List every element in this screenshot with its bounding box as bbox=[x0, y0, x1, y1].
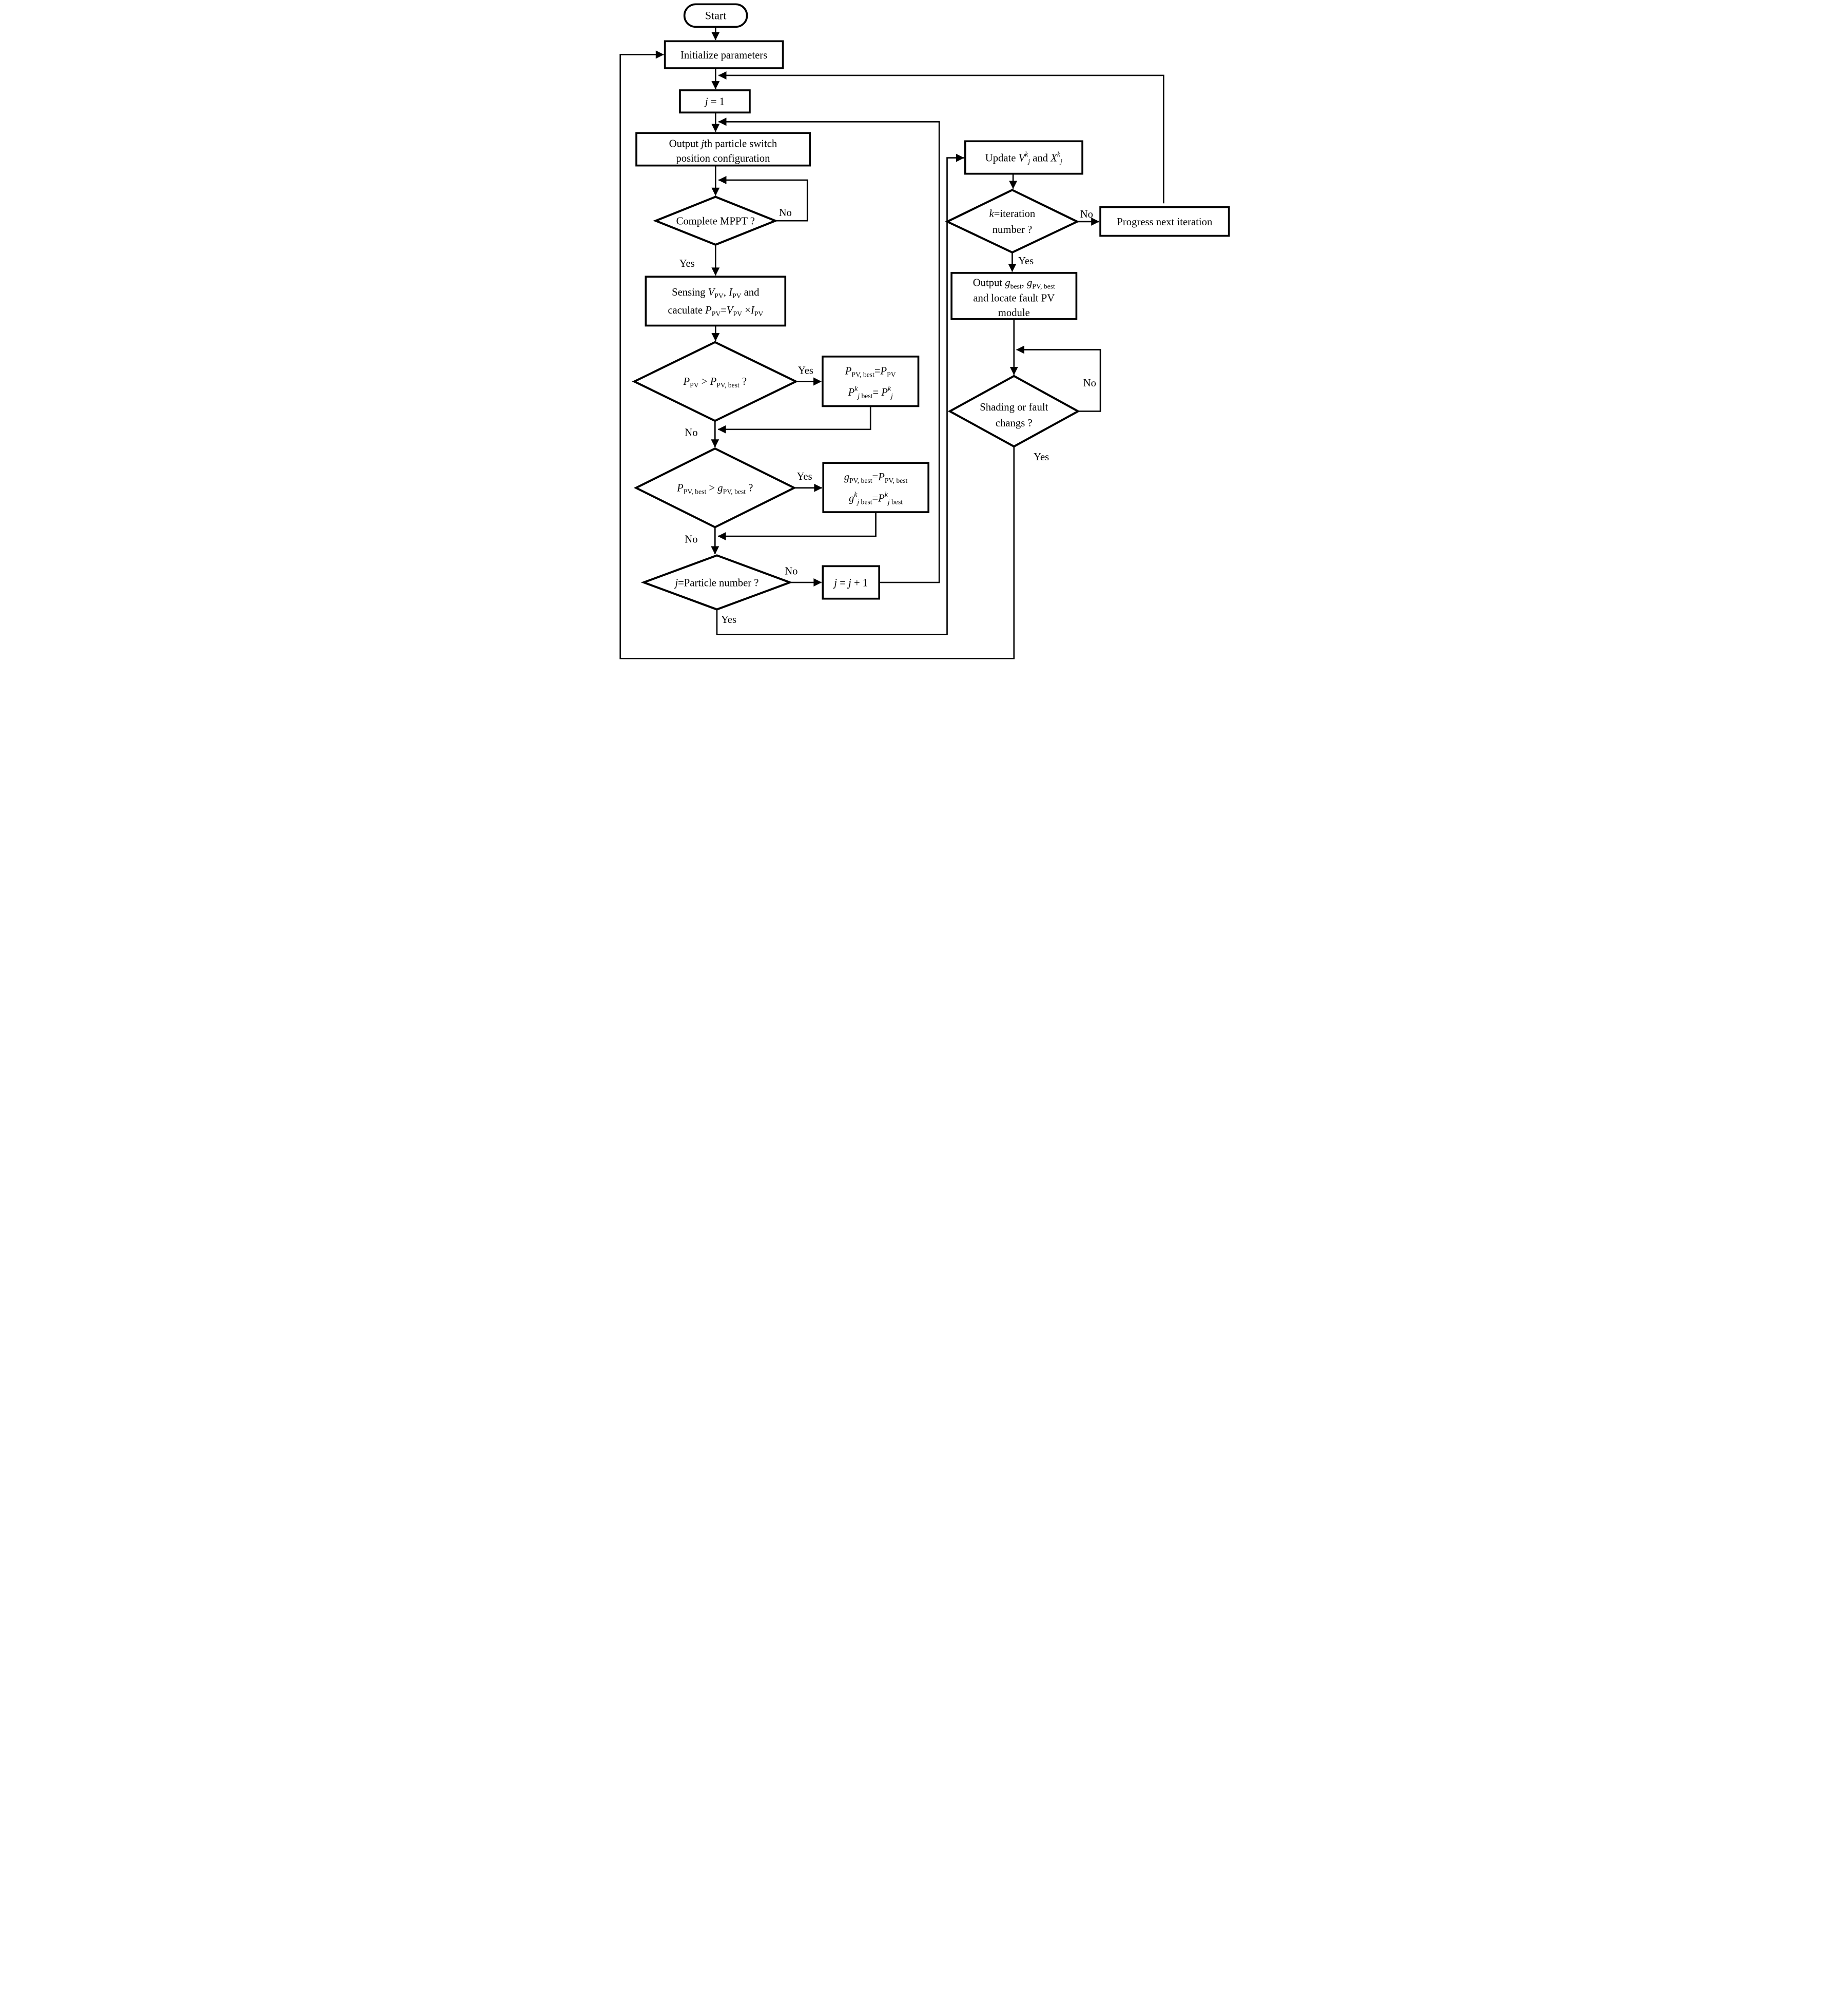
label-ppv-yes: Yes bbox=[797, 365, 813, 376]
flowchart-canvas: Start Initialize parameters j = 1 Output… bbox=[619, 3, 1230, 659]
shading-check-decision-label-line2: changs ? bbox=[995, 418, 1032, 429]
output-best-node-label-line3: module bbox=[998, 307, 1029, 319]
output-best-node-label-line2: and locate fault PV bbox=[973, 293, 1055, 304]
iteration-check-decision-label-line1: k=iteration bbox=[989, 208, 1035, 220]
sensing-node-label-line1: Sensing VPV, IPV and bbox=[672, 287, 760, 300]
edge-progress-feedback bbox=[717, 71, 1164, 204]
complete-mppt-decision-shape bbox=[652, 196, 778, 246]
label-mppt-no: No bbox=[779, 207, 791, 219]
label-ppv-no: No bbox=[685, 427, 697, 438]
label-gbest-no: No bbox=[685, 534, 697, 545]
output-particle-node-label-line2: position configuration bbox=[676, 153, 770, 164]
initialize-node-shape bbox=[664, 40, 784, 69]
gbest-assign-node-shape bbox=[822, 462, 929, 513]
iteration-check-decision-shape bbox=[944, 189, 1080, 254]
pbest-assign-node-shape bbox=[821, 355, 919, 407]
edge-shading-yes-global-feedback bbox=[619, 50, 1015, 659]
sensing-node-label-line2: caculate PPV=VPV ×IPV bbox=[668, 305, 763, 318]
gbest-check-decision-shape bbox=[633, 447, 796, 529]
edge-mppt-no-loop bbox=[717, 175, 808, 222]
shading-check-decision-shape bbox=[947, 375, 1080, 448]
label-shading-yes: Yes bbox=[1034, 452, 1049, 463]
update-vx-node-label: Update Vkj and Xkj bbox=[985, 150, 1062, 165]
gbest-assign-node-label-line2: gkj best=Pkj best bbox=[848, 491, 902, 505]
j-increment-node-shape bbox=[821, 565, 880, 600]
gbest-check-decision-label: PPV, best > gPV, best ? bbox=[676, 482, 753, 495]
particle-check-decision-shape bbox=[640, 554, 793, 611]
initialize-node-label: Initialize parameters bbox=[680, 50, 767, 61]
label-shading-no: No bbox=[1083, 378, 1096, 389]
particle-check-decision-label: j=Particle number ? bbox=[673, 577, 758, 589]
update-vx-node-shape bbox=[964, 140, 1083, 175]
start-node-shape bbox=[683, 3, 748, 28]
label-gbest-yes: Yes bbox=[796, 471, 812, 482]
sensing-node-shape bbox=[644, 276, 786, 327]
start-node-label: Start bbox=[705, 9, 726, 22]
edge-particle-yes-to-update bbox=[716, 153, 964, 636]
flowchart-page: Start Initialize parameters j = 1 Output… bbox=[616, 0, 1232, 665]
pbest-assign-node-label-line1: PPV, best=PPV bbox=[844, 365, 896, 378]
label-particle-yes: Yes bbox=[721, 614, 736, 626]
gbest-assign-node-label-line1: gPV, best=PPV, best bbox=[844, 472, 907, 484]
output-particle-node-shape bbox=[635, 132, 811, 167]
progress-node-label: Progress next iteration bbox=[1117, 217, 1213, 228]
output-particle-node-label-line1: Output jth particle switch bbox=[669, 138, 777, 149]
output-best-node-shape bbox=[950, 272, 1077, 320]
j-init-node-label: j = 1 bbox=[703, 96, 724, 108]
j-init-node-shape bbox=[678, 89, 751, 114]
output-best-node-label-line1: Output gbest, gPV, best bbox=[972, 278, 1055, 290]
ppv-check-decision-shape bbox=[631, 341, 798, 422]
progress-node-shape bbox=[1099, 206, 1230, 237]
label-particle-no: No bbox=[785, 565, 797, 577]
label-mppt-yes: Yes bbox=[679, 258, 694, 269]
edge-shading-no-loop bbox=[1016, 345, 1101, 412]
pbest-assign-node-label-line2: Pkj best= Pkj bbox=[847, 385, 892, 400]
label-iteration-no: No bbox=[1080, 209, 1093, 220]
shading-check-decision-label-line1: Shading or fault bbox=[980, 402, 1048, 413]
label-iteration-yes: Yes bbox=[1018, 256, 1034, 267]
ppv-check-decision-label: PPV > PPV, best ? bbox=[683, 376, 747, 389]
edge-jincrement-feedback bbox=[717, 118, 940, 583]
j-increment-node-label: j = j + 1 bbox=[832, 578, 868, 589]
edge-pbest-return bbox=[717, 406, 871, 434]
edge-gbestassign-return bbox=[717, 512, 877, 541]
complete-mppt-decision-label: Complete MPPT ? bbox=[676, 216, 754, 227]
iteration-check-decision-label-line2: number ? bbox=[992, 224, 1032, 236]
